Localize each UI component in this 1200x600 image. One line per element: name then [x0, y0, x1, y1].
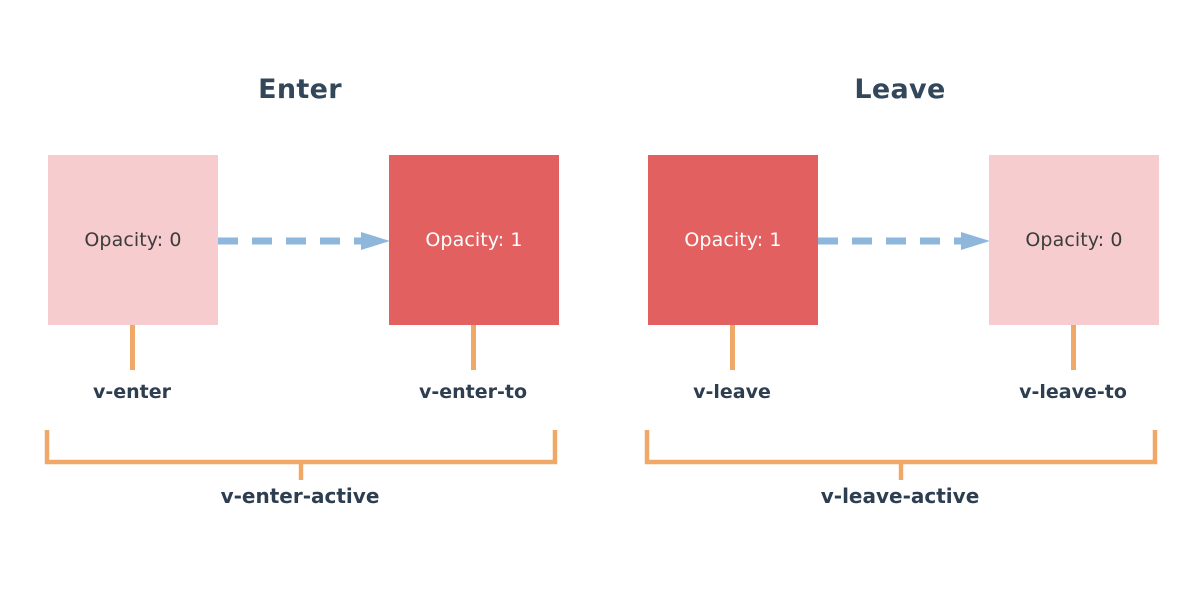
- panel-leave-start-connector: [730, 325, 735, 370]
- bracket-icon: [644, 430, 1158, 480]
- panel-leave-arrow: [818, 232, 990, 250]
- panel-enter-end-connector: [471, 325, 476, 370]
- panel-enter-active-bracket: [43, 428, 559, 480]
- panel-leave-title: Leave: [854, 74, 946, 105]
- panel-leave-active-class-label: v-leave-active: [820, 484, 980, 508]
- panel-enter-start-box-label: Opacity: 0: [84, 229, 182, 251]
- dashed-arrow-right-icon: [818, 232, 990, 250]
- panel-leave-start-box: Opacity: 1: [648, 155, 818, 325]
- panel-leave-end-box: Opacity: 0: [989, 155, 1159, 325]
- panel-leave: Leave Opacity: 1 Opacity: 0 v-leave v-le…: [600, 0, 1200, 600]
- dashed-arrow-right-icon: [218, 232, 390, 250]
- panel-leave-active-bracket: [643, 428, 1159, 480]
- panel-leave-end-connector: [1071, 325, 1076, 370]
- panel-enter-end-box-label: Opacity: 1: [425, 229, 523, 251]
- panel-enter-title: Enter: [258, 74, 342, 105]
- panel-enter-arrow: [218, 232, 390, 250]
- panel-enter-start-class-tag: v-enter: [92, 381, 172, 403]
- panel-enter-start-connector: [130, 325, 135, 370]
- panel-leave-start-class-tag: v-leave: [693, 381, 771, 403]
- panel-enter-start-box: Opacity: 0: [48, 155, 218, 325]
- panel-enter-end-box: Opacity: 1: [389, 155, 559, 325]
- panel-enter: Enter Opacity: 0 Opacity: 1 v-enter v-en…: [43, 74, 559, 508]
- panel-leave-end-class-tag: v-leave-to: [1019, 381, 1127, 403]
- panel-enter-active-class-label: v-enter-active: [220, 484, 380, 508]
- panel-leave-end-box-label: Opacity: 0: [1025, 229, 1123, 251]
- bracket-icon: [44, 430, 558, 480]
- panel-enter-end-class-tag: v-enter-to: [418, 381, 528, 403]
- panel-leave-start-box-label: Opacity: 1: [684, 229, 782, 251]
